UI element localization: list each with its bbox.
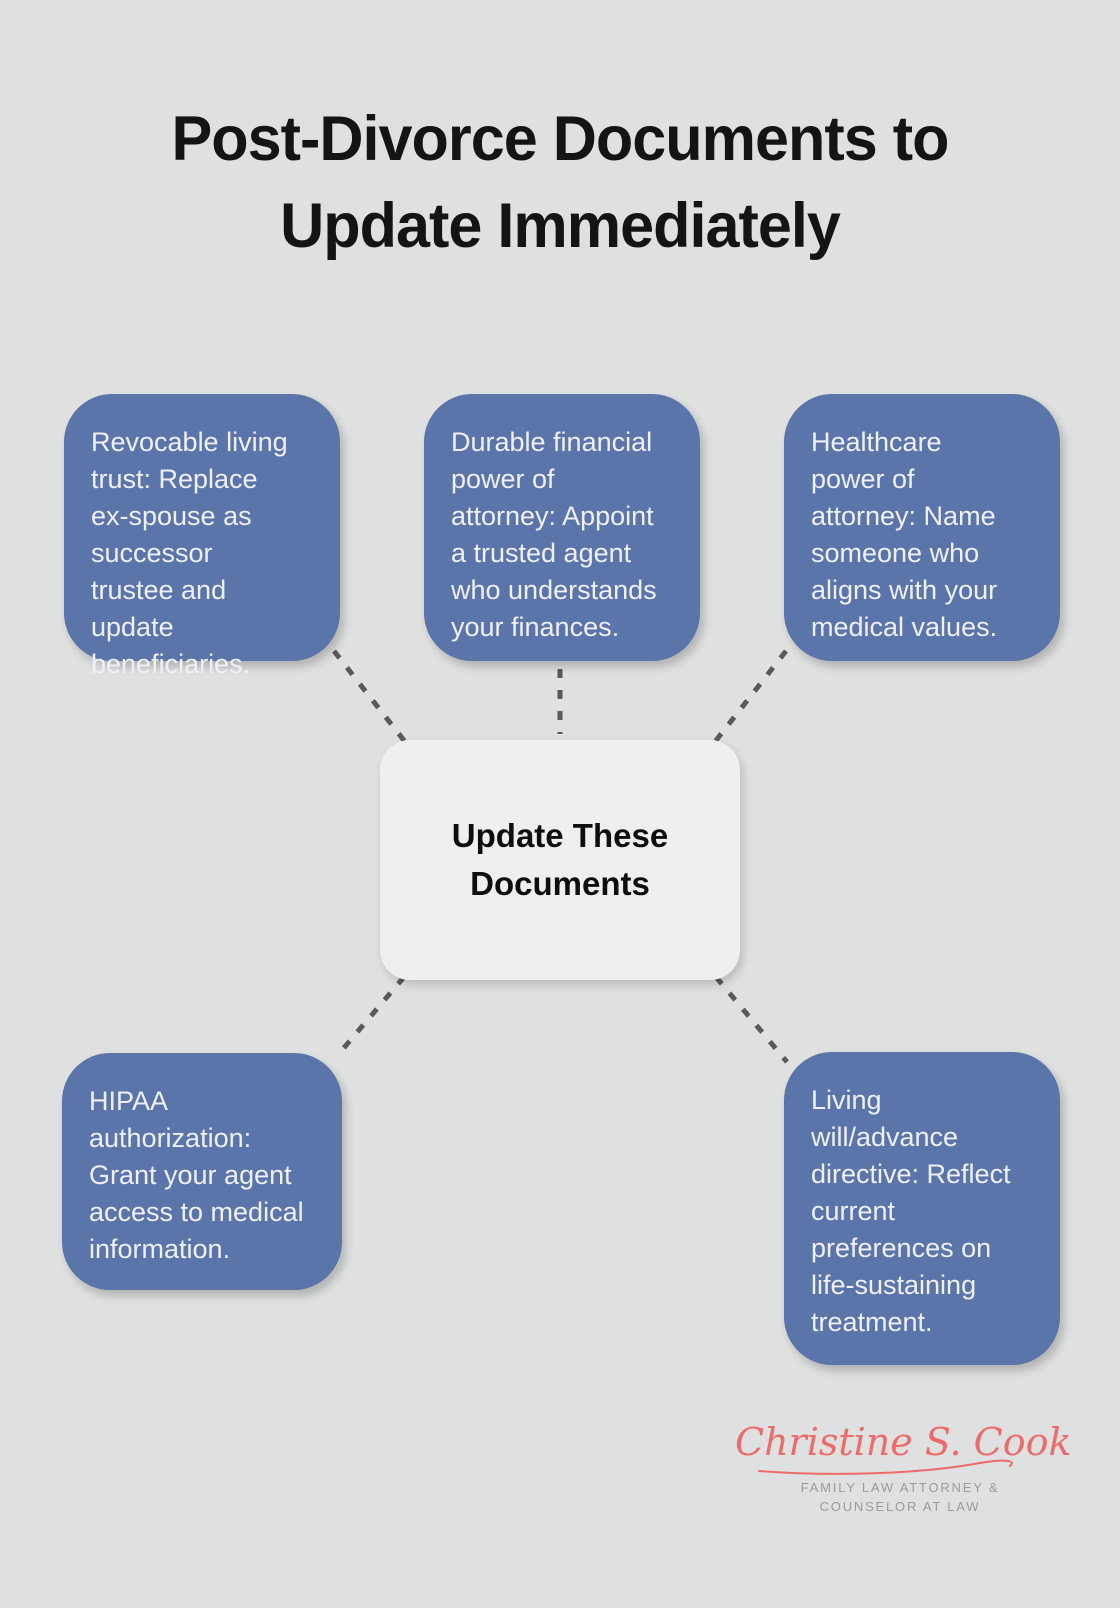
- page-title: Post-Divorce Documents to Update Immedia…: [171, 104, 949, 261]
- node-text: HIPAA authorization: Grant your agent ac…: [89, 1086, 304, 1264]
- signature-subtitle-line1: FAMILY LAW ATTORNEY &: [800, 1480, 1000, 1495]
- node-text: Healthcare power of attorney: Name someo…: [811, 427, 998, 642]
- node-hipaa-authorization: HIPAA authorization: Grant your agent ac…: [62, 1053, 342, 1290]
- node-living-will: Living will/advance directive: Reflect c…: [784, 1052, 1060, 1365]
- node-healthcare-poa: Healthcare power of attorney: Name someo…: [784, 394, 1060, 661]
- node-text: Living will/advance directive: Reflect c…: [811, 1085, 1011, 1337]
- center-node: Update These Documents: [380, 740, 740, 980]
- connector-hipaa: [335, 975, 406, 1058]
- center-node-label: Update These Documents: [451, 817, 669, 902]
- connector-healthcare-poa: [712, 649, 788, 745]
- node-text: Revocable living trust: Replace ex-spous…: [91, 427, 288, 679]
- signature-block: Christine S. Cook FAMILY LAW ATTORNEY & …: [735, 1420, 1072, 1516]
- node-revocable-trust: Revocable living trust: Replace ex-spous…: [64, 394, 340, 679]
- signature-name: Christine S. Cook: [735, 1420, 1072, 1464]
- connector-living-will: [714, 975, 789, 1064]
- signature-flourish-icon: [758, 1459, 1013, 1475]
- signature-subtitle-line2: COUNSELOR AT LAW: [819, 1499, 981, 1514]
- connector-revocable-trust: [332, 649, 408, 745]
- node-text: Durable financial power of attorney: App…: [451, 427, 657, 642]
- node-durable-financial-poa: Durable financial power of attorney: App…: [424, 394, 700, 661]
